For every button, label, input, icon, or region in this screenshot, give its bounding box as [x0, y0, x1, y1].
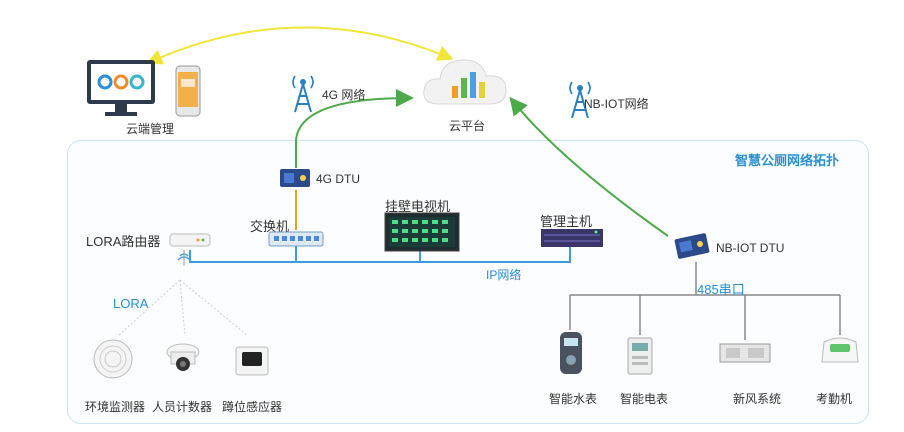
- rs485-label: 485串口: [697, 282, 745, 297]
- lora-device-label-2: 蹲位感应器: [222, 400, 283, 414]
- lora-label: LORA: [113, 296, 149, 311]
- rs485-device-label-3: 考勤机: [816, 392, 853, 406]
- cloud-chart-icon: [423, 59, 507, 105]
- lora-device-label-0: 环境监测器: [85, 400, 146, 414]
- network-switch-icon: [268, 231, 324, 247]
- lora-router-label: LORA路由器: [86, 234, 161, 249]
- dtu-module-icon: [674, 233, 710, 259]
- cloud-platform-label: 云平台: [449, 119, 486, 133]
- rs485-device-label-0: 智能水表: [549, 392, 598, 406]
- phone-icon: [175, 65, 201, 117]
- rack-server-icon: [541, 229, 603, 247]
- tv-icon: [384, 212, 460, 252]
- dtu4g-cloud-arrow: [295, 89, 414, 168]
- mgmt-cloud-arrow: [146, 26, 454, 65]
- fresh-air-system-icon: [719, 343, 771, 363]
- topology-frame: [67, 140, 869, 424]
- switch-label: 交换机: [250, 219, 290, 234]
- squat-sensor-icon: [235, 346, 269, 376]
- ip-network-label: IP网络: [486, 268, 522, 282]
- monitor-icon: [87, 60, 155, 116]
- dtu-4g-label: 4G DTU: [316, 172, 361, 186]
- people-counter-icon: [166, 343, 200, 371]
- diagram-title: 智慧公厕网络拓扑: [735, 153, 840, 168]
- lora-device-label-1: 人员计数器: [152, 400, 213, 414]
- signal-tower-icon: [569, 81, 591, 119]
- dtu-module-icon: [280, 169, 310, 187]
- cloud-management-label: 云端管理: [126, 122, 175, 136]
- water-meter-icon: [560, 332, 582, 374]
- environment-monitor-icon: [93, 339, 133, 379]
- nbiot-dtu-label: NB-IOT DTU: [716, 241, 785, 255]
- rs485-device-label-1: 智能电表: [620, 392, 669, 406]
- wall-tv-label: 挂壁电视机: [385, 199, 451, 214]
- electric-meter-icon: [627, 337, 653, 375]
- nbiot-cloud-arrow: [509, 96, 669, 237]
- management-host-label: 管理主机: [540, 214, 593, 229]
- router-icon: [169, 233, 211, 266]
- network-nbiot-label: NB-IOT网络: [584, 97, 649, 111]
- attendance-machine-icon: [821, 337, 859, 363]
- signal-tower-icon: [292, 75, 314, 113]
- rs485-device-label-2: 新风系统: [733, 392, 782, 406]
- ip-network-line: [189, 246, 571, 263]
- network-4g-label: 4G 网络: [322, 88, 366, 102]
